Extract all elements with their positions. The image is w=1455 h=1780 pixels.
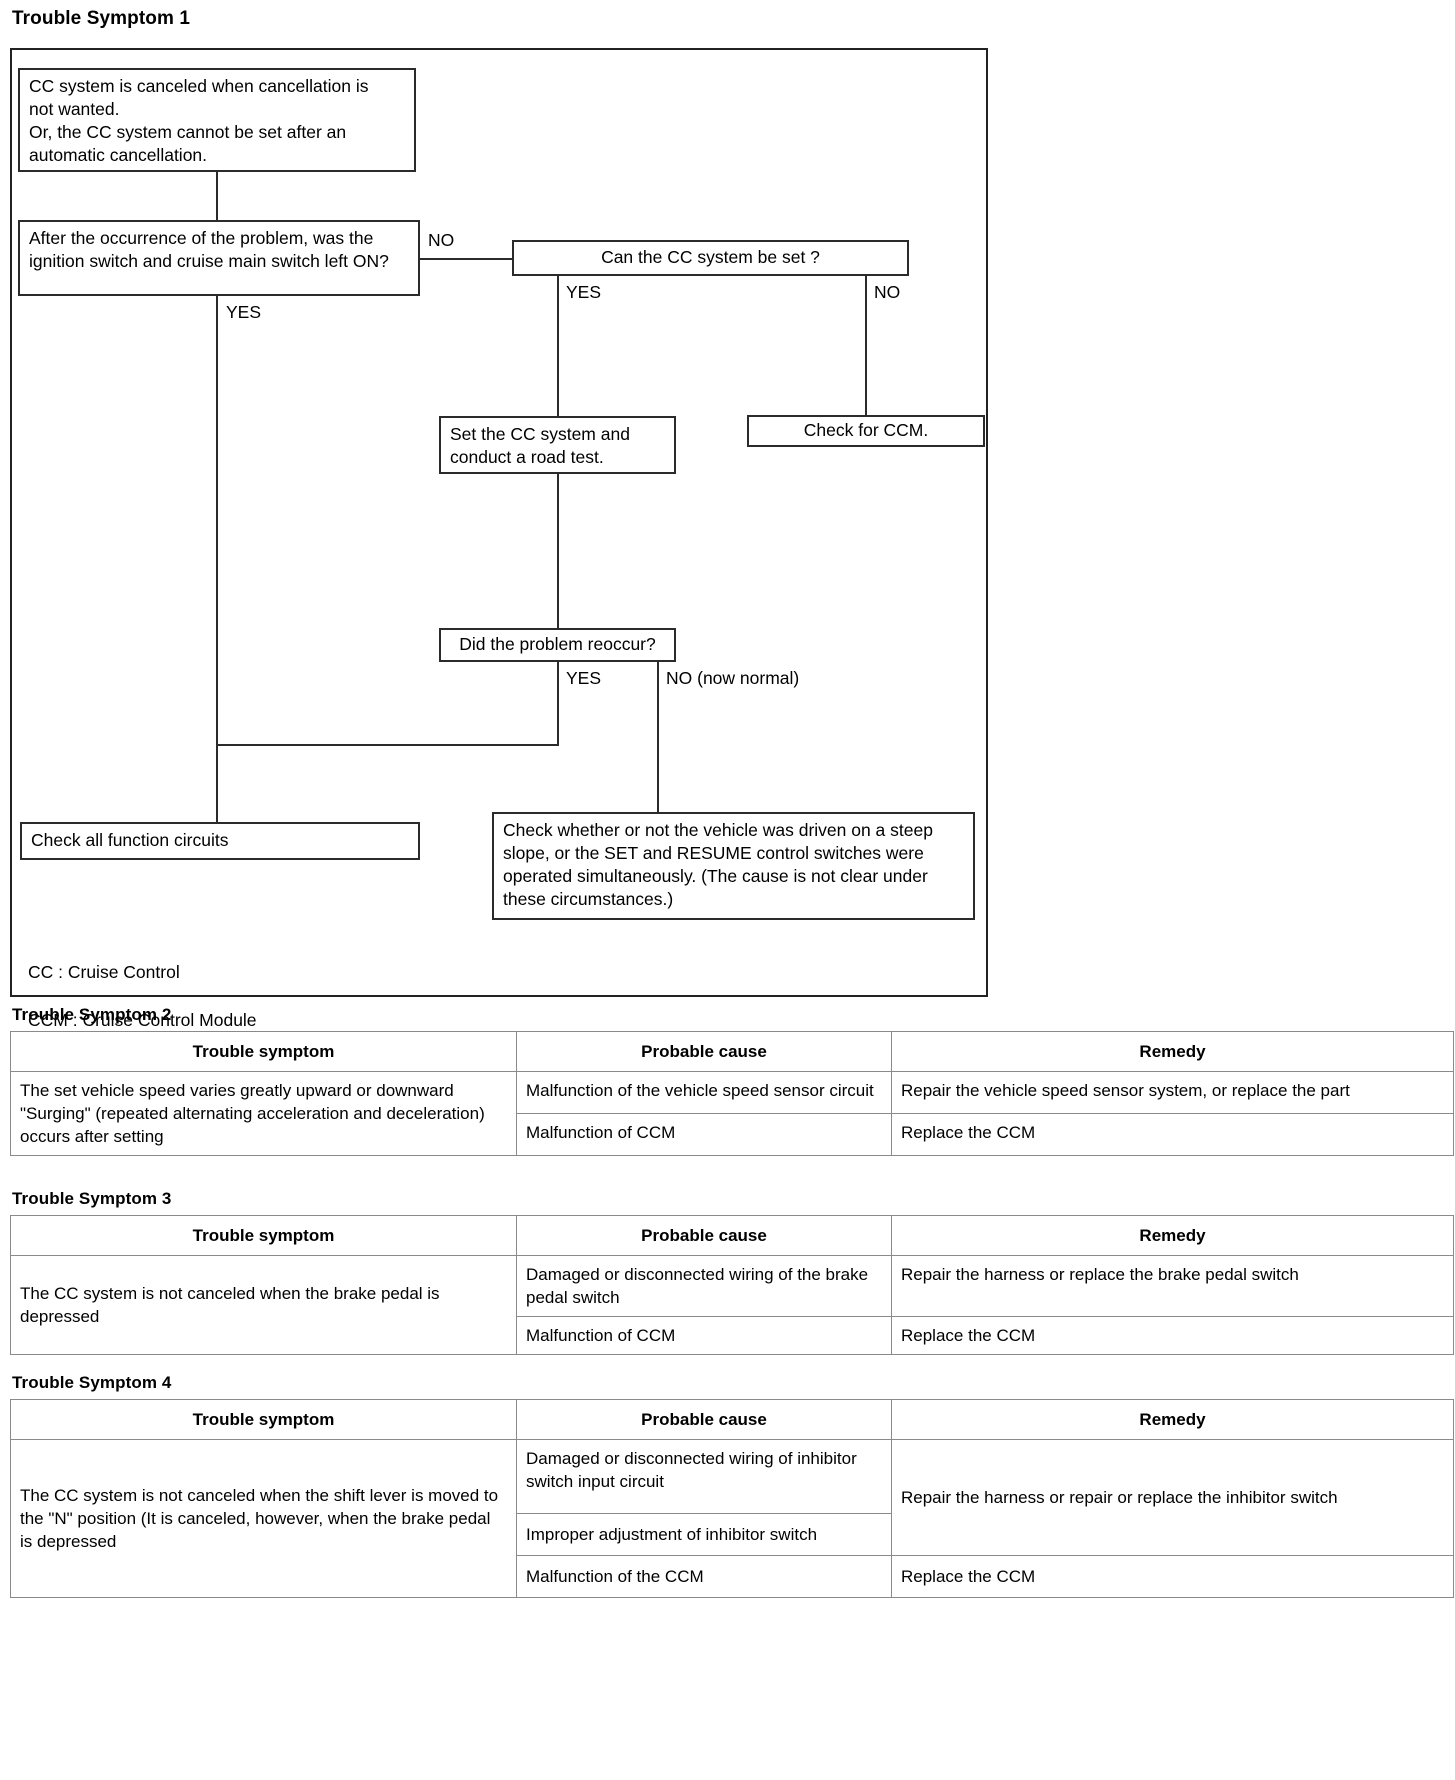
page-title-symptom-4: Trouble Symptom 4	[12, 1373, 172, 1392]
table-row: The set vehicle speed varies greatly upw…	[10, 1071, 1454, 1157]
cell-cause: Malfunction of the CCM	[516, 1555, 892, 1599]
cell-symptom: The CC system is not canceled when the s…	[10, 1439, 517, 1599]
table-symptom-3: Trouble symptom Probable cause Remedy Th…	[10, 1214, 1454, 1356]
connector-reoccur-yes-down	[557, 662, 559, 744]
flowchart-symptom-1: CC system is canceled when cancellation …	[10, 48, 988, 1030]
header-probable-cause: Probable cause	[516, 1030, 892, 1073]
flow-label-no-can-set: NO	[872, 282, 903, 303]
connector-ignition-no	[420, 258, 515, 260]
table-row: Malfunction of CCM Replace the CCM	[11, 1113, 1454, 1157]
header-remedy: Remedy	[891, 1214, 1454, 1257]
cell-cause: Damaged or disconnected wiring of inhibi…	[516, 1439, 892, 1515]
cell-symptom: The CC system is not canceled when the b…	[10, 1255, 517, 1356]
connector-reoccur-yes-horizontal	[216, 744, 559, 746]
table-row: The CC system is not canceled when the s…	[10, 1439, 1454, 1599]
cell-remedy: Replace the CCM	[891, 1555, 1454, 1599]
flow-node-start-line4: automatic cancellation.	[29, 145, 208, 166]
cell-remedy: Replace the CCM	[891, 1316, 1454, 1356]
flow-node-start: CC system is canceled when cancellation …	[18, 68, 416, 172]
table-row: Improper adjustment of inhibitor switch	[11, 1513, 1454, 1557]
header-trouble-symptom: Trouble symptom	[10, 1030, 517, 1073]
connector-can-set-yes	[557, 276, 559, 466]
flow-node-start-line3: Or, the CC system cannot be set after an	[29, 122, 347, 143]
flow-label-yes-can-set: YES	[564, 282, 604, 303]
table-symptom-2: Trouble symptom Probable cause Remedy Th…	[10, 1030, 1454, 1157]
cell-remedy: Repair the harness or replace the brake …	[891, 1255, 1454, 1318]
flow-node-check-steep-slope: Check whether or not the vehicle was dri…	[492, 812, 975, 920]
table-symptom-4: Trouble symptom Probable cause Remedy Th…	[10, 1398, 1454, 1599]
header-remedy: Remedy	[891, 1030, 1454, 1073]
table-header-row: Trouble symptom Probable cause Remedy	[10, 1398, 1454, 1441]
flow-label-yes-reoccur: YES	[564, 668, 604, 689]
flow-node-can-set-decision: Can the CC system be set ?	[512, 240, 909, 276]
page-title-symptom-2: Trouble Symptom 2	[12, 1005, 172, 1024]
connector-roadtest-to-reoccur	[557, 474, 559, 632]
flow-node-check-ccm: Check for CCM.	[747, 415, 985, 447]
cell-cause: Improper adjustment of inhibitor switch	[516, 1513, 892, 1557]
cell-remedy: Repair the harness or repair or replace …	[891, 1439, 1454, 1557]
header-probable-cause: Probable cause	[516, 1214, 892, 1257]
table-row: The CC system is not canceled when the b…	[10, 1255, 1454, 1356]
connector-ignition-yes	[216, 296, 218, 746]
flow-node-check-all-circuits: Check all function circuits	[20, 822, 420, 860]
connector-start-to-ignition	[216, 172, 218, 220]
flow-node-set-road-test: Set the CC system and conduct a road tes…	[439, 416, 676, 474]
flowchart-legend: CC : Cruise Control CCM : Cruise Control…	[28, 936, 257, 1057]
header-remedy: Remedy	[891, 1398, 1454, 1441]
flow-label-yes-ignition: YES	[224, 302, 264, 323]
cell-remedy: Repair the vehicle speed sensor system, …	[891, 1071, 1454, 1115]
cell-cause: Damaged or disconnected wiring of the br…	[516, 1255, 892, 1318]
page-title-symptom-1: Trouble Symptom 1	[12, 8, 191, 29]
table-row: Malfunction of CCM Replace the CCM	[11, 1316, 1454, 1356]
flow-label-no-ignition: NO	[426, 230, 457, 251]
header-probable-cause: Probable cause	[516, 1398, 892, 1441]
cell-cause: Malfunction of the vehicle speed sensor …	[516, 1071, 892, 1115]
legend-line-cc: CC : Cruise Control	[28, 962, 180, 983]
connector-reoccur-yes-to-box	[216, 744, 218, 823]
cell-symptom: The set vehicle speed varies greatly upw…	[10, 1071, 517, 1157]
table-header-row: Trouble symptom Probable cause Remedy	[10, 1214, 1454, 1257]
flow-node-start-line1: CC system is canceled when cancellation …	[29, 76, 369, 96]
flow-node-reoccur-decision: Did the problem reoccur?	[439, 628, 676, 662]
flow-node-start-line2: not wanted.	[29, 99, 120, 120]
legend-line-ccm: CCM : Cruise Control Module	[28, 1010, 257, 1031]
cell-cause: Malfunction of CCM	[516, 1113, 892, 1157]
cell-cause: Malfunction of CCM	[516, 1316, 892, 1356]
flow-node-ignition-decision: After the occurrence of the problem, was…	[18, 220, 420, 296]
header-trouble-symptom: Trouble symptom	[10, 1398, 517, 1441]
page-title-symptom-3: Trouble Symptom 3	[12, 1189, 172, 1208]
table-row: Malfunction of the CCM Replace the CCM	[11, 1555, 1454, 1599]
table-header-row: Trouble symptom Probable cause Remedy	[10, 1030, 1454, 1073]
connector-can-set-no	[865, 276, 867, 415]
flow-label-no-reoccur: NO (now normal)	[664, 668, 802, 689]
connector-reoccur-no	[657, 662, 659, 814]
cell-remedy: Replace the CCM	[891, 1113, 1454, 1157]
header-trouble-symptom: Trouble symptom	[10, 1214, 517, 1257]
